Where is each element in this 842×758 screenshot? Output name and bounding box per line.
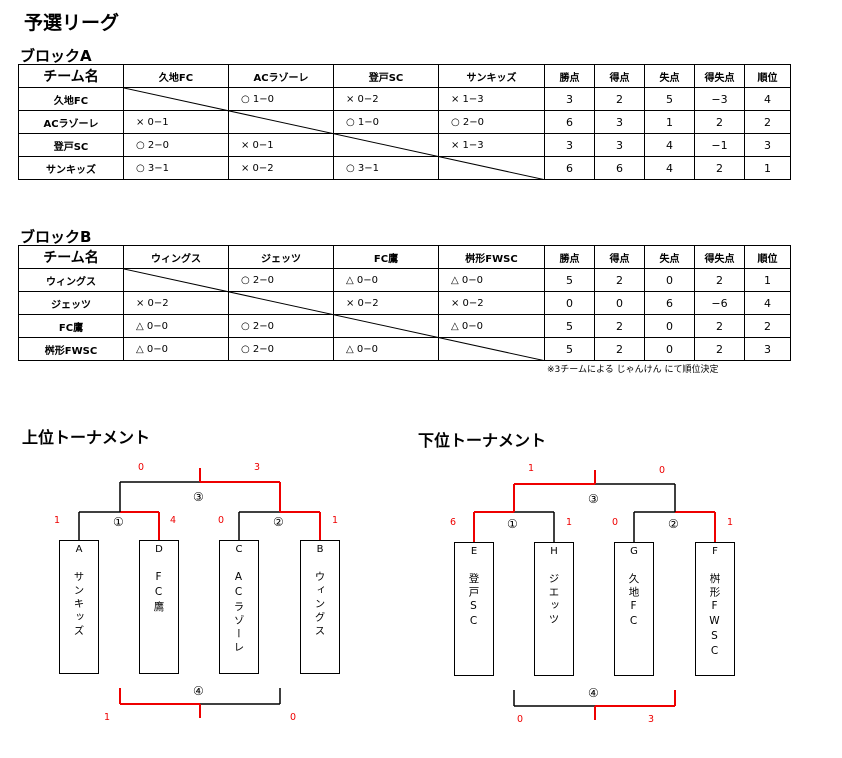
- column-header: FC鷹: [333, 245, 439, 269]
- team-name: FC鷹: [152, 571, 165, 615]
- stat-cell: 6: [594, 156, 645, 180]
- stat-cell: 5: [544, 314, 595, 338]
- upper-score: 0: [218, 515, 225, 526]
- block-a-title: ブロックA: [20, 47, 92, 65]
- stat-cell: 2: [694, 268, 745, 292]
- lower-score: 0: [659, 465, 666, 476]
- lower-bracket-lines: [473, 470, 716, 720]
- upper-team-box: D FC鷹: [139, 540, 179, 674]
- stat-cell: 2: [694, 156, 745, 180]
- team-name: 久地FC: [627, 573, 640, 630]
- upper-team-box: C ACラゾーレ: [219, 540, 259, 674]
- stat-cell: 3: [744, 337, 791, 361]
- team-name: ジエッツ: [547, 573, 560, 627]
- upper-score: 4: [170, 515, 177, 526]
- stat-cell: 6: [544, 156, 595, 180]
- lower-match-4-label: ④: [588, 686, 599, 700]
- upper-score: 1: [332, 515, 339, 526]
- upper-tournament-title: 上位トーナメント: [22, 428, 151, 447]
- stat-cell: 5: [544, 337, 595, 361]
- stat-cell: −6: [694, 291, 745, 315]
- stat-cell: 1: [744, 156, 791, 180]
- lower-score: 1: [528, 463, 535, 474]
- lower-tournament-title: 下位トーナメント: [418, 431, 547, 450]
- upper-score: 1: [54, 515, 61, 526]
- lower-score: 0: [612, 517, 619, 528]
- stat-cell: 3: [744, 133, 791, 157]
- team-letter: C: [235, 544, 243, 555]
- column-header: サンキッズ: [438, 64, 545, 88]
- upper-score: 3: [254, 462, 261, 473]
- team-letter: D: [155, 544, 163, 555]
- lower-score: 6: [450, 517, 457, 528]
- stat-cell: 2: [694, 337, 745, 361]
- stat-cell: 3: [544, 87, 595, 111]
- page-title: 予選リーグ: [24, 12, 120, 34]
- stat-cell: 2: [744, 110, 791, 134]
- stat-cell: 4: [744, 87, 791, 111]
- team-name: ACラゾーレ: [232, 571, 245, 655]
- stat-cell: 2: [594, 87, 645, 111]
- stat-cell: 2: [694, 110, 745, 134]
- team-letter: G: [630, 546, 638, 557]
- column-header: 登戸SC: [333, 64, 439, 88]
- stat-cell: 4: [644, 133, 695, 157]
- column-header: ウィングス: [123, 245, 229, 269]
- lower-score: 1: [727, 517, 734, 528]
- upper-score: 0: [290, 712, 297, 723]
- team-name-header: チーム名: [18, 245, 124, 269]
- lower-team-box: H ジエッツ: [534, 542, 574, 676]
- lower-match-3-label: ③: [588, 492, 599, 506]
- lower-team-box: G 久地FC: [614, 542, 654, 676]
- stat-cell: 1: [644, 110, 695, 134]
- row-team-name: サンキッズ: [18, 156, 124, 180]
- block-b-title: ブロックB: [20, 228, 92, 246]
- upper-match-4-label: ④: [193, 684, 204, 698]
- lower-match-1-label: ①: [507, 517, 518, 531]
- team-name: ウィングス: [313, 571, 326, 639]
- upper-score: 1: [104, 712, 111, 723]
- upper-team-box: B ウィングス: [300, 540, 340, 674]
- team-letter: B: [316, 544, 324, 555]
- team-name: 桝形FWSC: [708, 573, 721, 660]
- upper-match-1-label: ①: [113, 515, 124, 529]
- stat-cell: 0: [544, 291, 595, 315]
- team-name: サンキッズ: [72, 571, 85, 639]
- upper-match-3-label: ③: [193, 490, 204, 504]
- block-b-note: ※3チームによる じゃんけん にて順位決定: [547, 365, 719, 375]
- team-letter: A: [75, 544, 83, 555]
- team-letter: H: [550, 546, 558, 557]
- upper-bracket-lines: [78, 468, 321, 718]
- lower-score: 0: [517, 714, 524, 725]
- stat-cell: 2: [744, 314, 791, 338]
- lower-score: 3: [648, 714, 655, 725]
- upper-match-2-label: ②: [273, 515, 284, 529]
- team-letter: E: [470, 546, 478, 557]
- stat-cell: 0: [594, 291, 645, 315]
- stat-cell: 3: [594, 110, 645, 134]
- lower-score: 1: [566, 517, 573, 528]
- stat-cell: 4: [744, 291, 791, 315]
- lower-team-box: E 登戸SC: [454, 542, 494, 676]
- team-letter: F: [712, 546, 718, 557]
- upper-team-box: A サンキッズ: [59, 540, 99, 674]
- lower-match-2-label: ②: [668, 517, 679, 531]
- row-team-name: ACラゾーレ: [18, 110, 124, 134]
- column-header: 順位: [744, 245, 791, 269]
- upper-score: 0: [138, 462, 145, 473]
- lower-team-box: F 桝形FWSC: [695, 542, 735, 676]
- team-name: 登戸SC: [467, 573, 480, 630]
- row-team-name: FC鷹: [18, 314, 124, 338]
- column-header: 桝形FWSC: [438, 245, 545, 269]
- column-header: 得失点: [694, 64, 745, 88]
